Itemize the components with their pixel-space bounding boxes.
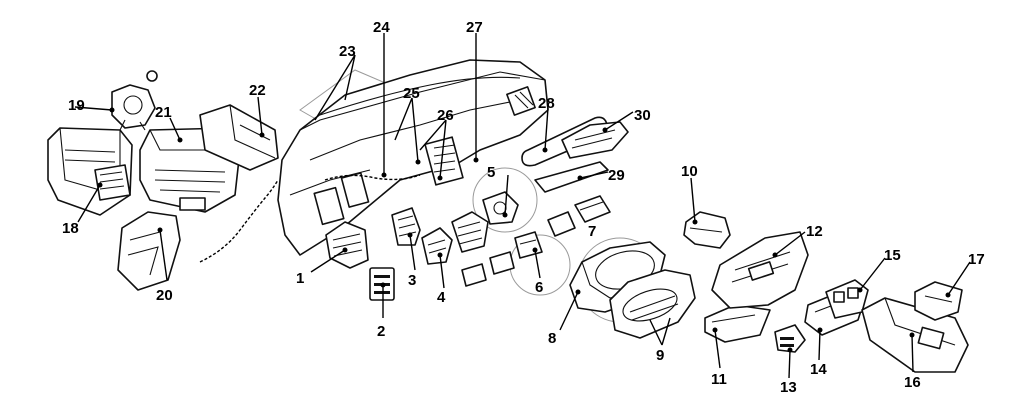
- callout-13: 13: [780, 379, 797, 396]
- part-4-switch: [421, 227, 453, 265]
- part-17-console-lid: [914, 281, 963, 321]
- callout-8: 8: [548, 330, 556, 347]
- part-22-air-duct: [199, 104, 279, 171]
- part-30-center-vent: [561, 121, 629, 159]
- leader-dots: [97, 107, 951, 353]
- part-18-side-vent-housing: [47, 127, 133, 216]
- part-13-switch: [774, 324, 806, 353]
- wiring-harness: [199, 179, 279, 263]
- part-15-switch-panel: [825, 279, 869, 319]
- callout-15: 15: [884, 247, 901, 264]
- part-10-relay-module: [683, 211, 731, 249]
- callout-2: 2: [377, 323, 385, 340]
- part-1-switch-cluster: [325, 221, 369, 269]
- callout-12: 12: [806, 223, 823, 240]
- callout-19: 19: [68, 97, 85, 114]
- callout-labels: 1 2 3 4 5 6 7 8 9 10 11 12 13 14 15 16 1…: [62, 19, 985, 396]
- part-29-trim-strip: [534, 161, 609, 193]
- part-3-switch: [391, 207, 421, 246]
- callout-17: 17: [968, 251, 985, 268]
- callout-6: 6: [535, 279, 543, 296]
- part-5-control-panel: [451, 191, 519, 253]
- callout-25: 25: [403, 85, 420, 102]
- leader-lines: [74, 33, 971, 379]
- wiring-harness-center: [324, 174, 421, 181]
- callout-28: 28: [538, 95, 555, 112]
- callout-24: 24: [373, 19, 390, 36]
- callout-21: 21: [155, 104, 172, 121]
- part-9-gauge-cluster: [609, 269, 696, 339]
- callout-14: 14: [810, 361, 827, 378]
- callout-27: 27: [466, 19, 483, 36]
- part-20-side-cover: [117, 211, 181, 291]
- callout-7: 7: [588, 223, 596, 240]
- callout-1: 1: [296, 270, 304, 287]
- callout-11: 11: [711, 371, 727, 388]
- callout-29: 29: [608, 167, 625, 184]
- part-19-control-knob: [111, 70, 158, 131]
- callout-3: 3: [408, 272, 416, 289]
- callout-30: 30: [634, 107, 651, 124]
- dashboard-panel: [277, 59, 549, 256]
- part-11-bracket: [704, 304, 771, 343]
- callout-26: 26: [437, 107, 454, 124]
- callout-9: 9: [656, 347, 664, 364]
- callout-10: 10: [681, 163, 698, 180]
- callout-5: 5: [487, 164, 495, 181]
- callout-22: 22: [249, 82, 266, 99]
- callout-16: 16: [904, 374, 921, 391]
- part-12-glovebox-door: [711, 231, 809, 309]
- callout-4: 4: [437, 289, 446, 306]
- callout-23: 23: [339, 43, 356, 60]
- callout-18: 18: [62, 220, 79, 237]
- part-7-bracket: [547, 195, 611, 237]
- callout-20: 20: [156, 287, 173, 304]
